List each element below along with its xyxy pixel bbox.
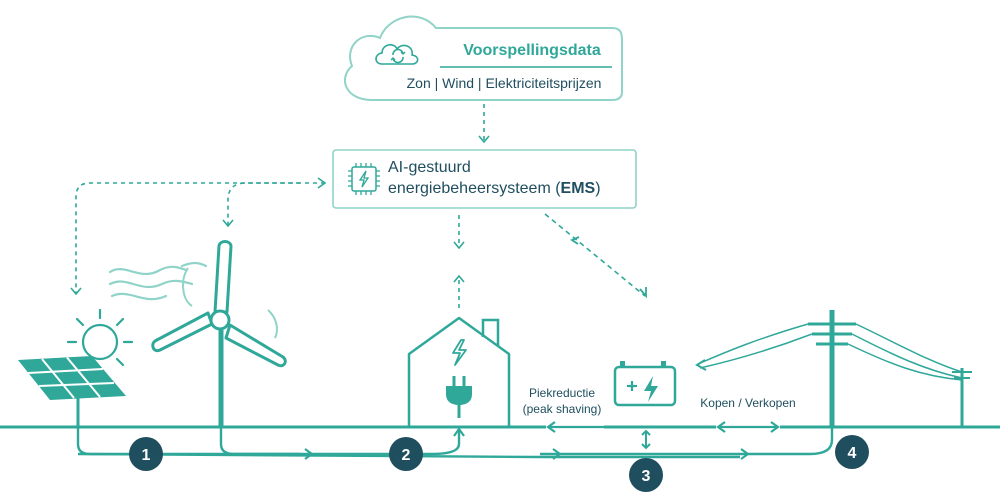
sun-icon: [66, 308, 134, 367]
step-badge-4: 4: [835, 435, 869, 469]
svg-text:3: 3: [642, 468, 651, 485]
arrow-ems-battery: [544, 213, 647, 299]
cloud-subtitle: Zon | Wind | Elektriciteitsprijzen: [407, 75, 602, 91]
cloud-title: Voorspellingsdata: [463, 42, 601, 59]
battery-grid-arrow: [641, 429, 651, 450]
svg-text:1: 1: [142, 447, 151, 464]
trade-arrows: [716, 421, 780, 433]
step-badge-1: 1: [129, 437, 163, 471]
arrow-ems-to-solar: [70, 177, 327, 296]
arrow-cloud-to-ems: [478, 104, 490, 144]
energy-flow-lines: [76, 427, 834, 459]
peak-shaving-label-line2: (peak shaving): [523, 402, 602, 416]
ems-line2: energiebeheersysteem (EMS): [388, 180, 601, 197]
svg-text:4: 4: [848, 445, 857, 462]
arrow-ems-to-turbine: [222, 182, 300, 228]
cloud-outline: [343, 15, 623, 101]
svg-text:2: 2: [402, 447, 411, 464]
house-icon: [407, 316, 511, 427]
ems-box: AI-gestuurd energiebeheersysteem (EMS): [332, 149, 637, 209]
arrow-ems-house: [453, 215, 465, 308]
battery-icon: [613, 361, 677, 407]
power-pole-icon: [695, 310, 972, 427]
forecast-cloud: Voorspellingsdata Zon | Wind | Elektrici…: [343, 15, 623, 101]
trade-label: Kopen / Verkopen: [700, 396, 795, 410]
chip-bolt-icon: [348, 163, 380, 195]
ems-acronym: EMS: [561, 180, 596, 197]
peak-shaving-arrow: [546, 421, 604, 433]
flow-arrowheads: [304, 427, 750, 460]
step-badge-2: 2: [389, 437, 423, 471]
wind-turbine-icon: [151, 240, 287, 427]
solar-panel-icon: [18, 356, 126, 427]
ems-line1: AI-gestuurd: [388, 159, 471, 176]
cloud-sync-icon: [375, 44, 419, 65]
peak-shaving-label-line1: Piekreductie: [529, 386, 595, 400]
wind-icon: [108, 261, 208, 301]
plug-icon: [446, 376, 472, 418]
step-badge-3: 3: [629, 458, 663, 492]
